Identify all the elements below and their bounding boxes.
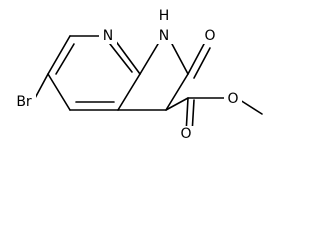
- bond-c7-c6: [47, 35, 71, 75]
- bond-c7-c6-inner: [55, 43, 75, 75]
- atom-labels: N H N O Br O O: [12, 8, 242, 142]
- atom-label-oxygen-ester-carbonyl: O: [180, 126, 191, 142]
- atom-label-bromine: Br: [16, 94, 32, 110]
- bond-c8a-n1: [139, 43, 159, 75]
- bond-c6-br: [33, 73, 49, 101]
- bond-c3-cester: [165, 97, 189, 111]
- bond-c6-c5: [47, 73, 71, 111]
- atom-label-n1: N: [159, 28, 169, 44]
- bond-c2-c3: [165, 73, 189, 111]
- bond-c4a-c8a: [117, 73, 141, 111]
- bond-c2-o-b: [193, 47, 211, 79]
- bond-oether-methyl: [239, 99, 263, 115]
- atom-label-oxygen-ketone: O: [204, 28, 215, 44]
- bond-n1-c2: [171, 43, 189, 75]
- atom-label-n8: N: [103, 28, 113, 44]
- atom-label-n1-h: H: [159, 8, 170, 24]
- atom-label-oxygen-ester-ether: O: [227, 91, 238, 107]
- bonds: [33, 35, 263, 135]
- chemical-structure-diagram: N H N O Br O O: [12, 8, 263, 142]
- bond-c2-o-a: [187, 43, 205, 75]
- bond-c8a-n8-inner: [109, 43, 133, 73]
